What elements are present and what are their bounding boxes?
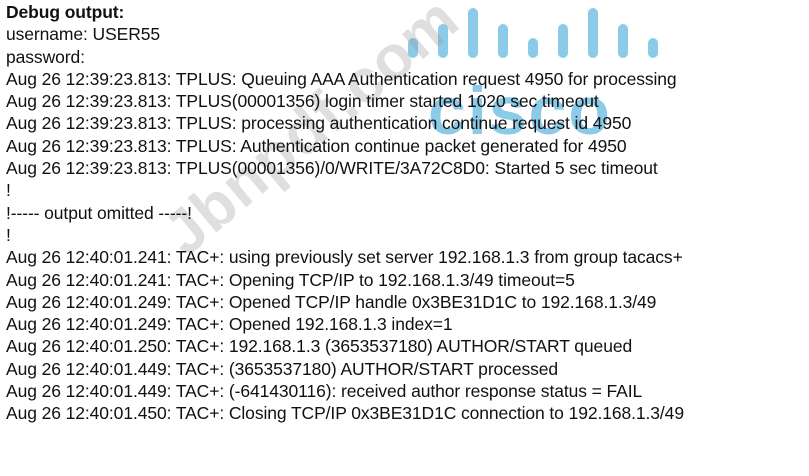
log-line: Aug 26 12:39:23.813: TPLUS(00001356)/0/W… (6, 158, 658, 179)
log-line: Aug 26 12:39:23.813: TPLUS: processing a… (6, 113, 632, 134)
log-line: username: USER55 (6, 24, 161, 45)
log-line: Aug 26 12:40:01.249: TAC+: Opened TCP/IP… (6, 291, 657, 312)
log-line: Aug 26 12:40:01.250: TAC+: 192.168.1.3 (… (6, 336, 633, 357)
log-line: Aug 26 12:39:23.813: TPLUS(00001356) log… (6, 91, 599, 112)
log-line: Aug 26 12:40:01.241: TAC+: Opening TCP/I… (6, 269, 575, 290)
debug-title: Debug output: (6, 2, 125, 22)
log-line: ! (6, 180, 11, 201)
log-line: Aug 26 12:40:01.241: TAC+: using previou… (6, 247, 683, 268)
log-line: Aug 26 12:40:01.449: TAC+: (3653537180) … (6, 358, 559, 379)
log-line: Aug 26 12:40:01.449: TAC+: (-641430116):… (6, 381, 643, 402)
log-line: ! (6, 224, 11, 245)
log-line: Aug 26 12:39:23.813: TPLUS: Authenticati… (6, 135, 627, 156)
log-line: password: (6, 46, 85, 67)
log-line: Aug 26 12:40:01.450: TAC+: Closing TCP/I… (6, 403, 684, 424)
log-line: !----- output omitted -----! (6, 202, 192, 223)
log-line: Aug 26 12:40:01.249: TAC+: Opened 192.16… (6, 314, 453, 335)
log-line: Aug 26 12:39:23.813: TPLUS: Queuing AAA … (6, 68, 677, 89)
cisco-logo-icon (408, 8, 658, 58)
cisco-logo-word: cisco (428, 73, 612, 149)
